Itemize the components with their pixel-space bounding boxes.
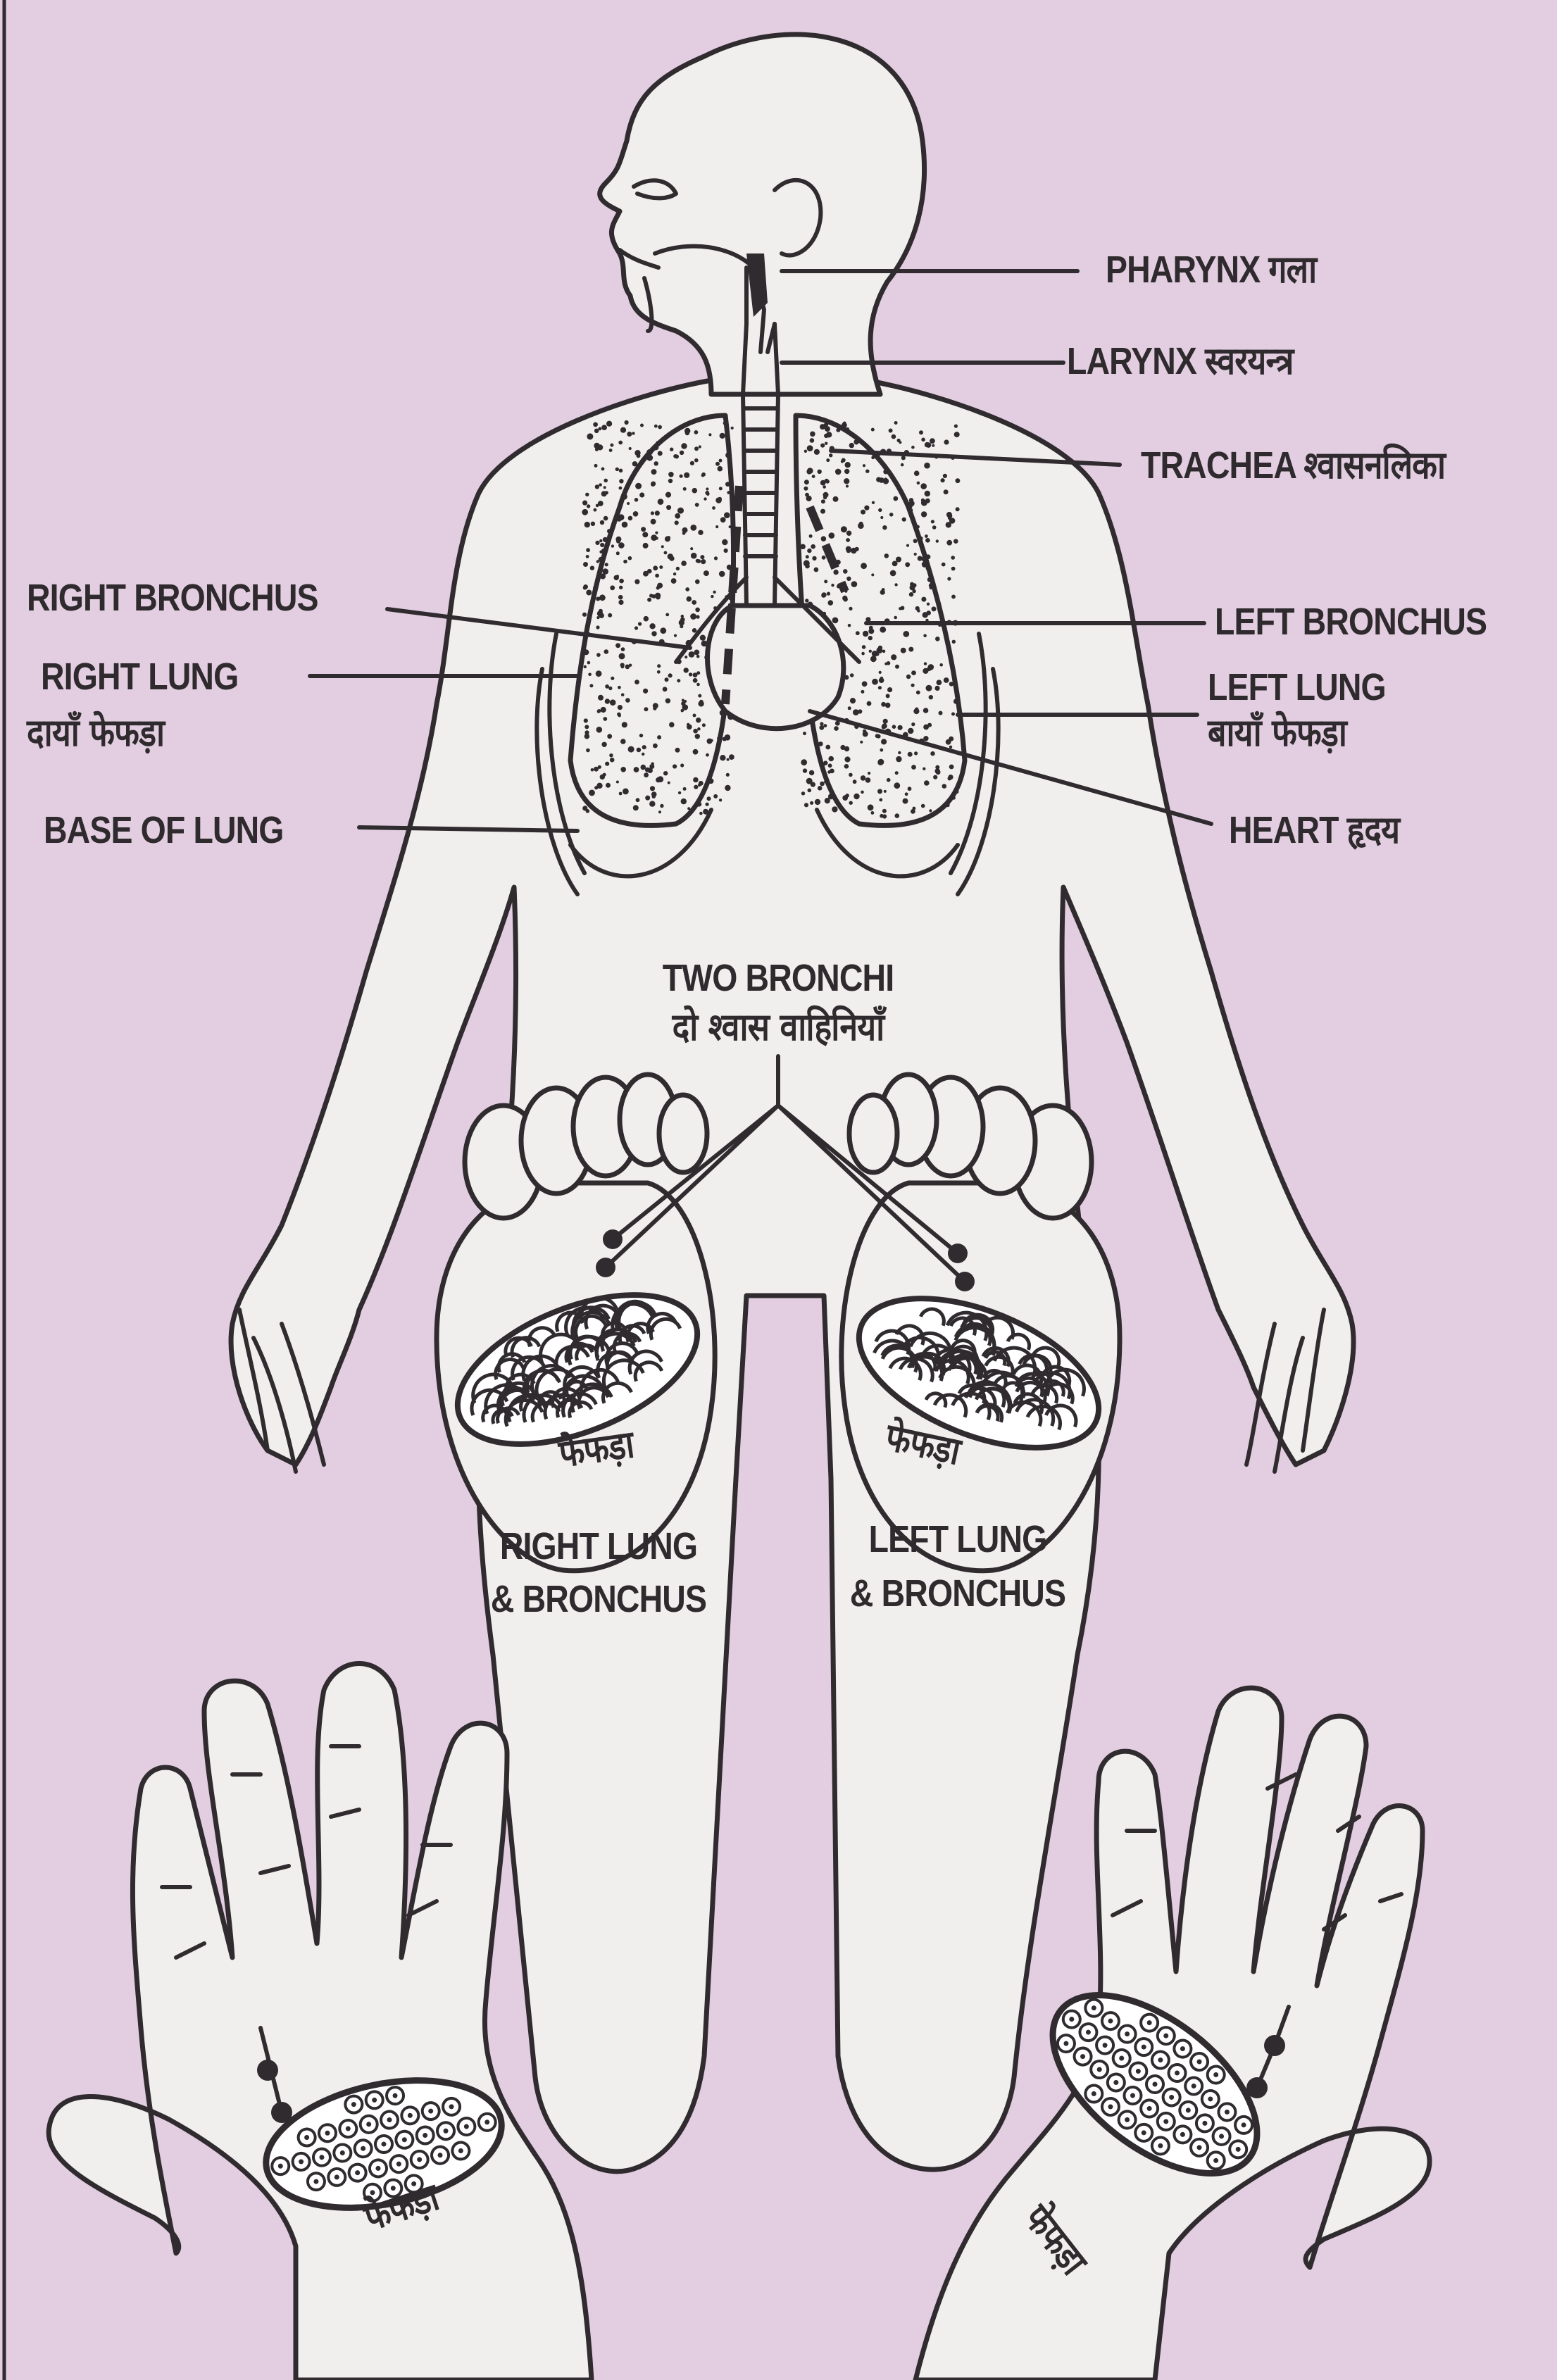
right-foot [434, 1072, 718, 1574]
foot-lung-texture-right [470, 1296, 682, 1427]
lung-dashes [721, 485, 849, 705]
left-hand-palm [46, 1661, 594, 2380]
label-heart: HEART हृदय [1229, 809, 1400, 851]
right-side-fingers [1244, 1308, 1326, 1474]
label-foot-right-2: & BRONCHUS [490, 1578, 707, 1620]
label-base-of-lung: BASE OF LUNG [44, 809, 284, 851]
label-two-bronchi-en: TWO BRONCHI [662, 957, 894, 999]
ear [773, 177, 823, 258]
human-figure [228, 32, 1356, 2174]
left-hand-creases [160, 1744, 453, 1960]
lung-dots [582, 420, 961, 819]
label-foot-left-2: & BRONCHUS [849, 1572, 1066, 1615]
label-pharynx: PHARYNX गला [1106, 249, 1317, 291]
label-larynx: LARYNX स्वरयन्त्र [1067, 340, 1294, 382]
right-hand-palm [913, 1685, 1432, 2380]
left-foot [839, 1072, 1123, 1574]
label-right-lung-hi: दायाँ फेफड़ा [27, 710, 165, 755]
label-foot-right-1: RIGHT LUNG [499, 1525, 698, 1567]
pharynx-shape [746, 253, 768, 317]
leader-heart [808, 709, 1213, 826]
label-left-lung-hi: बायाँ फेफड़ा [1208, 710, 1347, 755]
head-outline [597, 32, 927, 397]
label-left-bronchus: LEFT BRONCHUS [1215, 601, 1487, 643]
eye [632, 178, 678, 201]
trachea [741, 322, 780, 608]
label-left-lung-en: LEFT LUNG [1208, 666, 1387, 708]
leader-right-bronchus [385, 607, 692, 650]
hand-lung-rings-right [1056, 1998, 1254, 2171]
label-right-bronchus: RIGHT BRONCHUS [27, 577, 319, 619]
label-right-lung-en: RIGHT LUNG [41, 656, 239, 698]
mouth [618, 248, 661, 333]
leader-lines [308, 269, 1213, 833]
foot-lung-texture-left [873, 1307, 1086, 1431]
leader-trachea [829, 449, 1122, 467]
torso-outline [228, 293, 1356, 2174]
label-trachea: TRACHEA श्वासनलिका [1141, 444, 1446, 487]
label-two-bronchi-hi: दो श्वास वाहिनियाँ [672, 1005, 885, 1049]
leader-base-of-lung [357, 825, 580, 833]
right-hand-creases [1111, 1772, 1403, 1931]
hand-lung-rings-left [270, 2086, 497, 2203]
left-side-fingers [237, 1308, 326, 1474]
label-foot-left-1: LEFT LUNG [868, 1518, 1048, 1560]
two-bronchi-pointer [604, 1054, 967, 1284]
ribs [534, 632, 1001, 896]
